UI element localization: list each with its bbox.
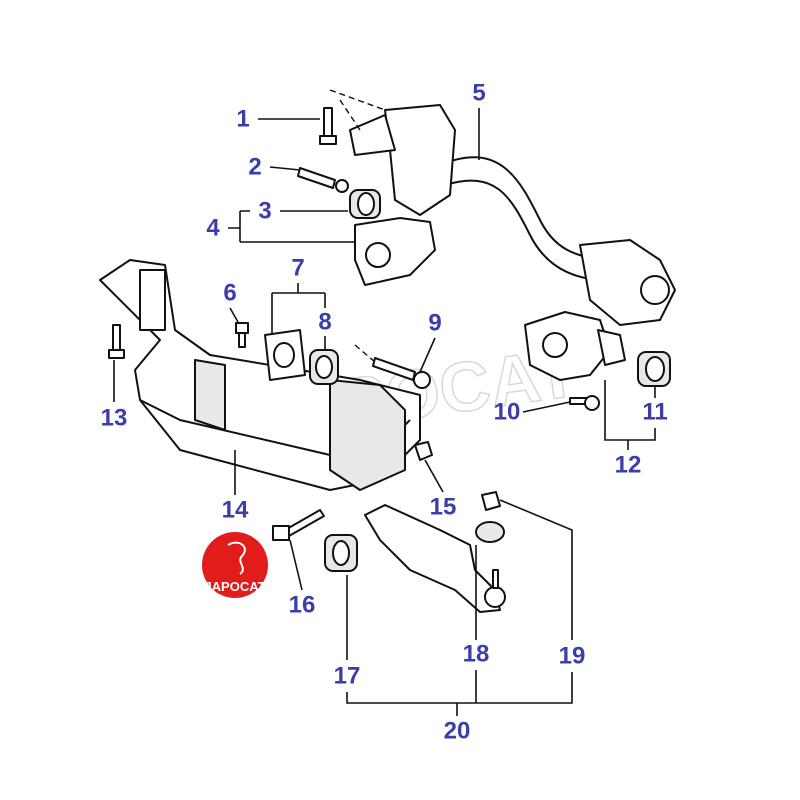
callout-5: 5 <box>472 80 485 107</box>
lower-arm <box>364 504 501 613</box>
logo-text: JAPOCAT <box>204 579 265 594</box>
bolt-9 <box>354 344 431 389</box>
bolt-1 <box>319 107 337 145</box>
subframe <box>99 259 421 491</box>
callout-labels: 1 2 3 4 5 6 7 8 9 10 11 12 13 14 15 16 1… <box>101 80 668 745</box>
bracket-4 <box>354 217 436 286</box>
bushing-11 <box>637 351 671 387</box>
callout-20: 20 <box>444 718 471 745</box>
bolt-16 <box>272 509 325 541</box>
leader-lines <box>113 108 656 716</box>
cat-icon <box>227 541 246 575</box>
bushing-7 <box>264 329 306 381</box>
callout-9: 9 <box>428 310 441 337</box>
ball-joint <box>484 586 506 608</box>
callout-4: 4 <box>206 215 220 242</box>
callout-10: 10 <box>494 399 521 426</box>
bolt-2 <box>297 167 349 193</box>
ball-joint-stud <box>492 569 499 589</box>
callout-19: 19 <box>559 643 586 670</box>
callout-1: 1 <box>236 106 249 133</box>
callout-3: 3 <box>258 198 271 225</box>
bracket-12-hole <box>542 332 568 358</box>
bushing-17 <box>324 534 358 572</box>
nut-19 <box>481 491 501 511</box>
bushing-18 <box>475 521 505 543</box>
japocat-logo: JAPOCAT <box>202 532 268 598</box>
callout-12: 12 <box>615 452 642 479</box>
callout-16: 16 <box>289 592 316 619</box>
callout-13: 13 <box>101 405 128 432</box>
logo-circle <box>202 532 268 598</box>
callout-7: 7 <box>291 255 304 282</box>
callout-6: 6 <box>223 280 236 307</box>
callout-15: 15 <box>430 494 457 521</box>
callout-8: 8 <box>318 309 331 336</box>
callout-2: 2 <box>248 154 261 181</box>
bushing-3 <box>349 189 381 219</box>
bolt-10 <box>569 395 600 411</box>
nut-15 <box>414 441 433 461</box>
bolt-13 <box>108 324 125 359</box>
callout-14: 14 <box>222 497 249 524</box>
callout-17: 17 <box>334 663 361 690</box>
callout-18: 18 <box>463 641 490 668</box>
callout-11: 11 <box>642 399 667 426</box>
bracket-4-hole <box>365 242 391 268</box>
bushing-8 <box>309 349 339 385</box>
bracket-12-tube <box>597 329 626 366</box>
bolt-6 <box>235 322 249 348</box>
stabilizer-bar <box>329 89 676 326</box>
